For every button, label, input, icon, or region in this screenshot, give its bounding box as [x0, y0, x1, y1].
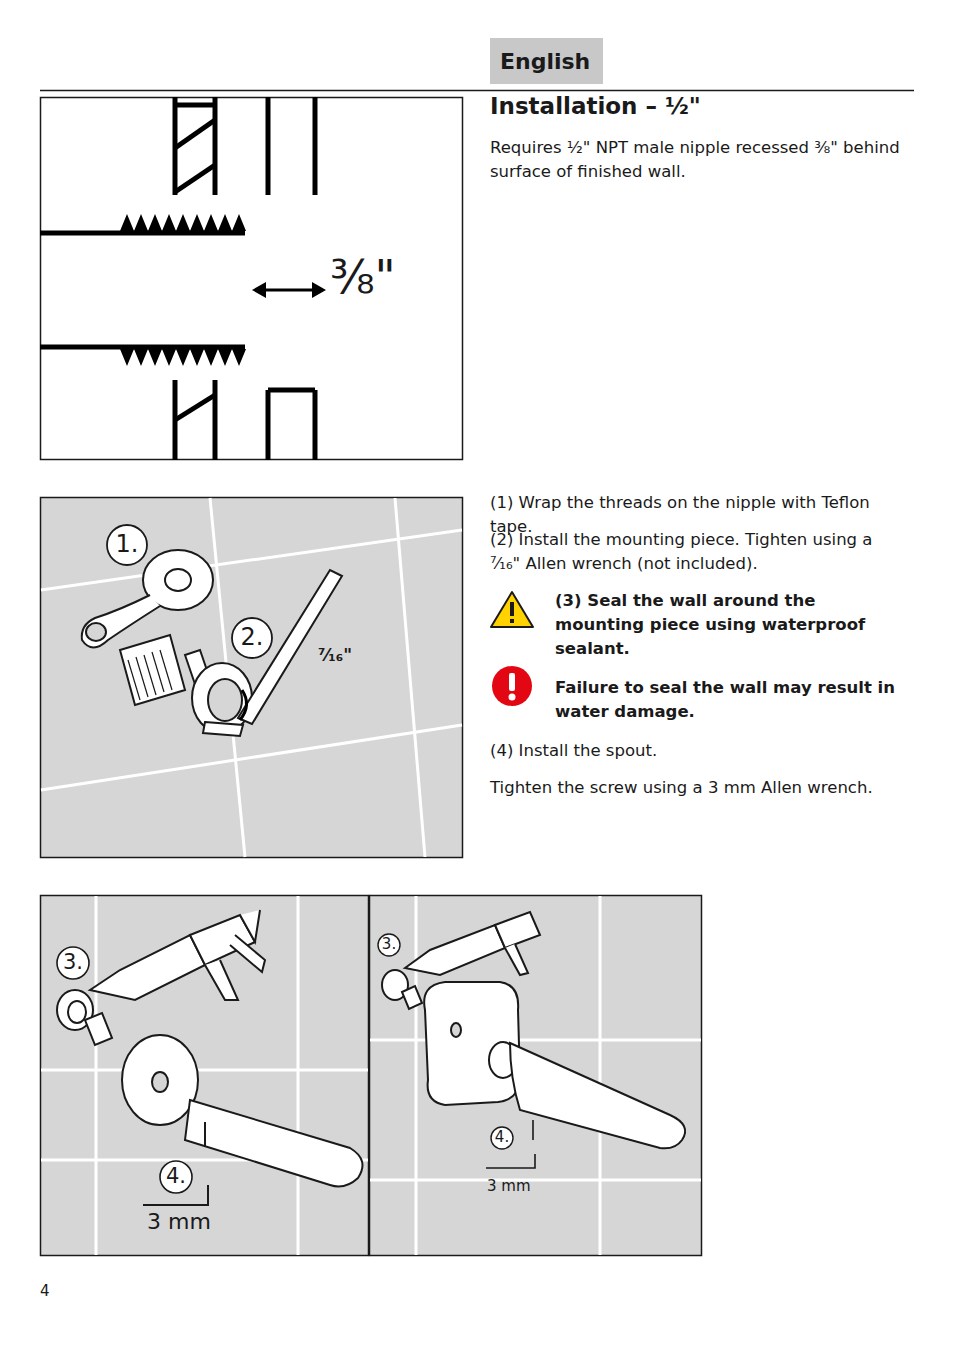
dimension: 3 mm	[147, 1209, 211, 1235]
callout-number: 4.	[160, 1163, 192, 1190]
step-text: Tighten the screw using a 3 mm Allen wre…	[490, 776, 900, 800]
body-text: Requires ½" NPT male nipple recessed ⅜" …	[490, 136, 900, 184]
language-tab: English	[490, 38, 603, 84]
page-number: 4	[40, 1281, 50, 1303]
dimension: ⁷⁄₁₆"	[318, 643, 352, 668]
tab-text: English	[500, 49, 593, 74]
dimension: 3 mm	[487, 1177, 531, 1197]
warning-text: (3) Seal the wall around the mounting pi…	[555, 589, 895, 661]
step-text: (2) Install the mounting piece. Tighten …	[490, 528, 900, 576]
callout-number: 2.	[232, 621, 272, 655]
warning-text: Failure to seal the wall may result in w…	[555, 676, 895, 724]
callout-number: 4.	[491, 1128, 513, 1148]
section-title: Installation – ½"	[490, 92, 701, 122]
dimension: ⅜"	[330, 252, 396, 303]
callout-number: 1.	[107, 528, 147, 562]
callout-number: 3.	[57, 949, 89, 976]
step-text: (4) Install the spout.	[490, 739, 900, 763]
callout-number: 3.	[378, 935, 400, 955]
